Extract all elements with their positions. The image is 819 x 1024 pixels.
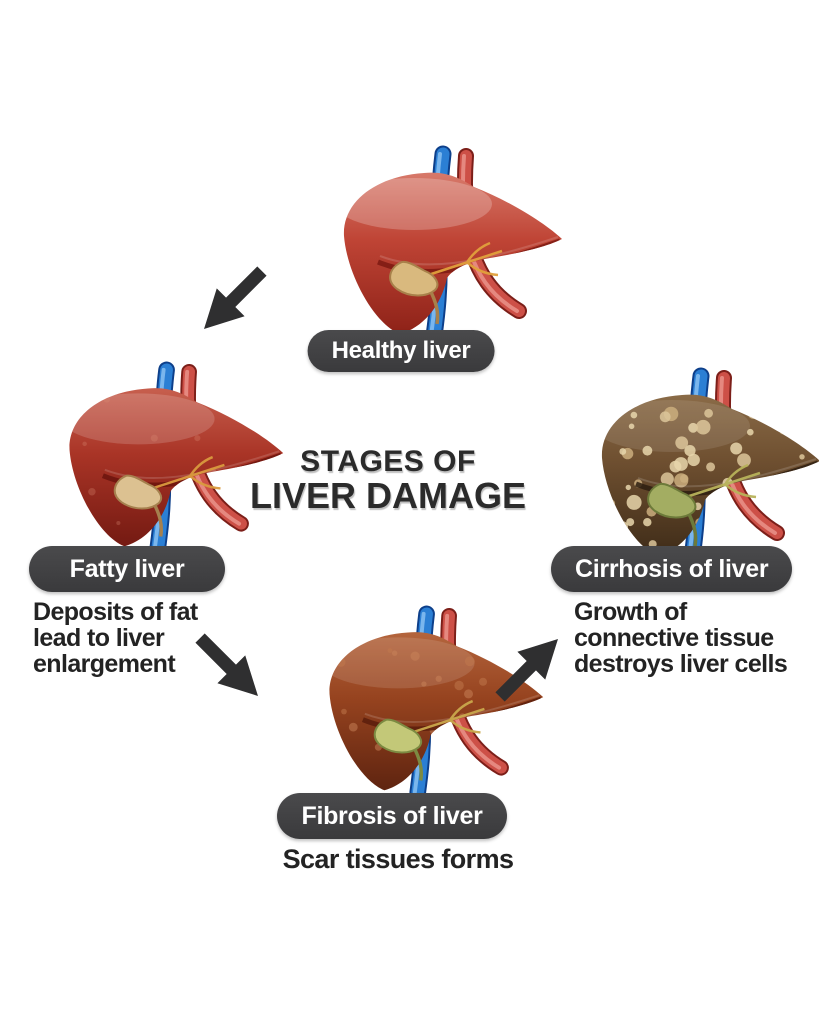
arrow-fibrosis-to-cirrhosis-icon — [483, 622, 575, 714]
cirrhosis-liver-illustration — [580, 366, 819, 571]
fatty-liver-illustration — [48, 360, 293, 561]
label-cirrhosis-of-liver: Cirrhosis of liver — [551, 546, 793, 592]
fibrosis-liver-illustration — [308, 604, 553, 805]
arrow-fatty-to-fibrosis-icon — [183, 621, 275, 713]
cirrhosis-liver-description: Growth of connective tissue destroys liv… — [574, 598, 788, 678]
page-title: STAGES OF LIVER DAMAGE — [250, 446, 526, 514]
title-line-1: STAGES OF — [300, 445, 476, 478]
label-fibrosis-of-liver: Fibrosis of liver — [277, 793, 507, 839]
title-line-2: LIVER DAMAGE — [249, 475, 527, 516]
healthy-liver-illustration — [322, 144, 572, 349]
fibrosis-liver-description: Scar tissues forms — [282, 844, 514, 874]
label-fatty-liver: Fatty liver — [29, 546, 225, 592]
label-healthy-liver: Healthy liver — [307, 330, 495, 372]
fatty-liver-description: Deposits of fat lead to liver enlargemen… — [33, 598, 198, 678]
arrow-healthy-to-fatty-icon — [187, 254, 279, 346]
